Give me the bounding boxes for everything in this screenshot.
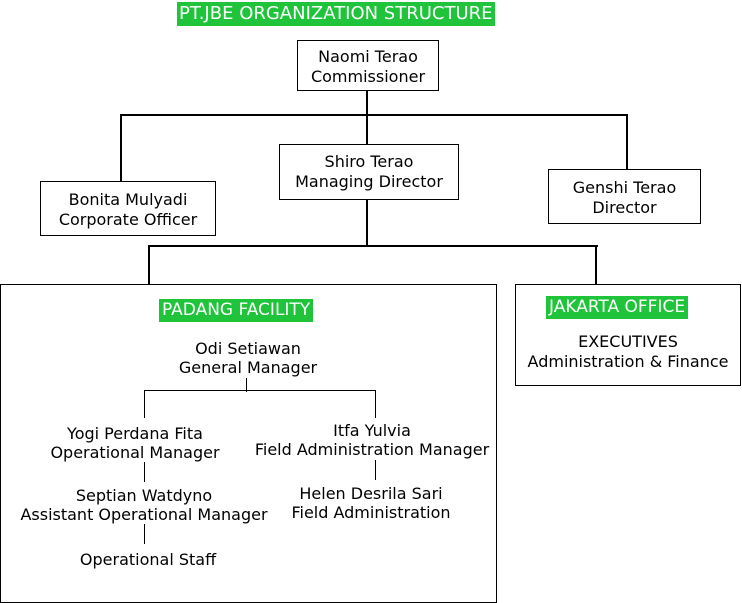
director-role: Director <box>592 198 657 217</box>
general-manager-name: Odi Setiawan <box>195 339 301 358</box>
connector-om-to-aom <box>144 462 145 482</box>
field-admin-manager-role: Field Administration Manager <box>254 440 490 459</box>
field-admin-name: Helen Desrila Sari <box>299 484 443 503</box>
assistant-operational-manager-name: Septian Watdyno <box>75 486 213 505</box>
assistant-operational-manager-role: Assistant Operational Manager <box>20 505 268 524</box>
padang-facility-label: PADANG FACILITY <box>159 299 314 322</box>
connector-gm-down <box>246 378 247 392</box>
commissioner-name: Naomi Terao <box>318 47 418 66</box>
corporate-officer-name: Bonita Mulyadi <box>68 190 188 209</box>
connector-fam-to-fa <box>375 460 376 480</box>
commissioner-role: Commissioner <box>310 67 426 86</box>
field-admin-manager-name: Itfa Yulvia <box>333 421 411 440</box>
chart-title: PT.JBE ORGANIZATION STRUCTURE <box>177 2 495 26</box>
connector-managing-director-down <box>366 199 368 246</box>
connector-aom-to-staff <box>144 524 145 544</box>
corporate-officer-role: Corporate Officer <box>58 210 198 229</box>
director-name: Genshi Terao <box>572 178 677 197</box>
connector-lower-horizontal <box>148 245 598 247</box>
jakarta-executives: EXECUTIVES <box>578 332 678 351</box>
jakarta-admin-finance: Administration & Finance <box>527 352 729 371</box>
director-box: Genshi Terao Director <box>548 169 701 224</box>
connector-to-managing-director <box>366 114 368 145</box>
connector-to-field-admin-manager <box>375 390 376 418</box>
connector-top-horizontal <box>120 114 628 116</box>
managing-director-name: Shiro Terao <box>324 152 414 171</box>
corporate-officer-box: Bonita Mulyadi Corporate Officer <box>40 181 216 236</box>
managing-director-role: Managing Director <box>295 172 443 191</box>
field-admin-role: Field Administration <box>291 503 451 522</box>
connector-to-jakarta <box>595 245 597 285</box>
commissioner-box: Naomi Terao Commissioner <box>297 40 439 91</box>
connector-to-director <box>626 114 628 170</box>
general-manager-role: General Manager <box>178 358 318 377</box>
connector-to-operational-manager <box>144 390 145 418</box>
operational-manager-role: Operational Manager <box>50 443 220 462</box>
connector-to-padang <box>148 245 150 285</box>
padang-facility-box <box>0 284 497 603</box>
managing-director-box: Shiro Terao Managing Director <box>279 144 459 200</box>
connector-commissioner-down <box>366 90 368 115</box>
operational-manager-name: Yogi Perdana Fita <box>67 424 203 443</box>
operational-staff: Operational Staff <box>79 550 217 569</box>
jakarta-office-label: JAKARTA OFFICE <box>546 296 689 319</box>
connector-to-corporate-officer <box>120 114 122 182</box>
connector-padang-horizontal <box>144 390 376 391</box>
